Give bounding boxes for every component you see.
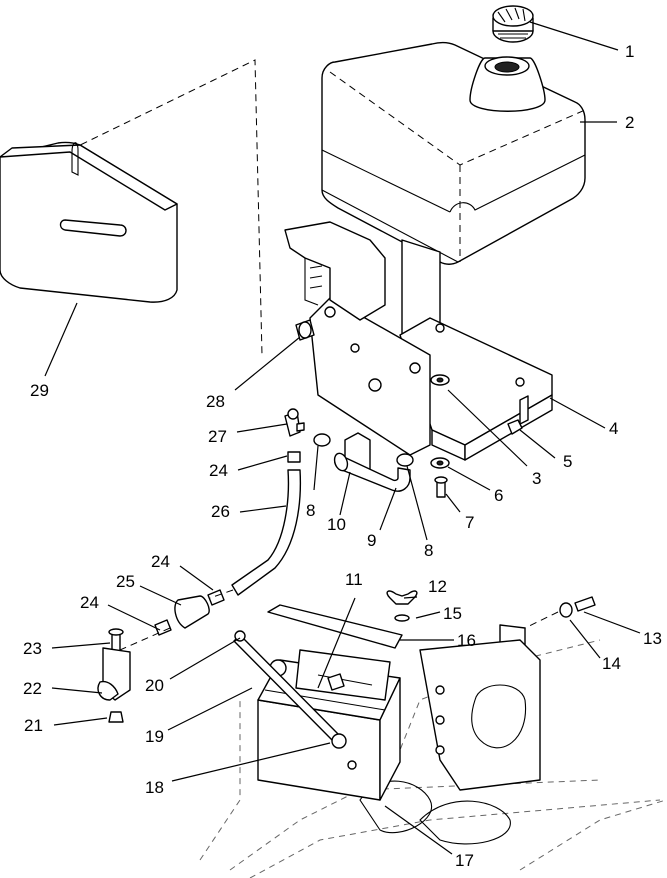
callout-8a: 8 bbox=[306, 501, 315, 520]
callout-24a: 24 bbox=[80, 593, 99, 612]
callout-25: 25 bbox=[116, 572, 135, 591]
callout-11: 11 bbox=[345, 570, 363, 589]
hold-down bbox=[233, 604, 403, 749]
battery bbox=[257, 649, 401, 801]
filter-bracket bbox=[97, 628, 131, 723]
callout-23: 23 bbox=[23, 639, 42, 658]
callout-13: 13 bbox=[643, 629, 662, 648]
callout-16: 16 bbox=[457, 631, 476, 650]
callout-2: 2 bbox=[625, 113, 634, 132]
callout-26: 26 bbox=[211, 502, 230, 521]
callout-24c: 24 bbox=[209, 461, 228, 480]
fuel-tank bbox=[321, 41, 586, 265]
callout-24b: 24 bbox=[151, 552, 170, 571]
callout-17: 17 bbox=[455, 851, 474, 870]
callout-1: 1 bbox=[625, 42, 634, 61]
callout-12: 12 bbox=[428, 577, 447, 596]
callout-15: 15 bbox=[443, 604, 462, 623]
callout-18: 18 bbox=[145, 778, 164, 797]
wing-nut bbox=[386, 590, 418, 622]
callout-6: 6 bbox=[494, 486, 503, 505]
fitting-28 bbox=[295, 319, 315, 341]
callout-27: 27 bbox=[208, 427, 227, 446]
mounting-plate bbox=[284, 221, 431, 471]
callout-19: 19 bbox=[145, 727, 164, 746]
tank-bracket bbox=[399, 317, 553, 461]
callout-7: 7 bbox=[465, 513, 474, 532]
callout-22: 22 bbox=[23, 679, 42, 698]
callout-4: 4 bbox=[609, 419, 618, 438]
fuel-line-assembly bbox=[119, 408, 305, 651]
callout-9: 9 bbox=[367, 531, 376, 550]
bracket-hardware bbox=[430, 419, 523, 498]
callout-8b: 8 bbox=[424, 541, 433, 560]
callout-28: 28 bbox=[206, 392, 225, 411]
tank-shield bbox=[0, 59, 263, 356]
callout-29: 29 bbox=[30, 381, 49, 400]
callouts: 1 2 3 4 5 6 7 8 8 9 10 11 12 13 14 15 16… bbox=[23, 42, 662, 870]
callout-10: 10 bbox=[327, 515, 346, 534]
fuel-cap bbox=[492, 5, 534, 43]
fuel-hose-elbow bbox=[313, 433, 414, 492]
callout-20: 20 bbox=[145, 676, 164, 695]
callout-5: 5 bbox=[563, 452, 572, 471]
callout-3: 3 bbox=[532, 469, 541, 488]
right-bracket bbox=[419, 596, 596, 791]
callout-14: 14 bbox=[602, 654, 621, 673]
leader-lines bbox=[44, 21, 641, 855]
callout-21: 21 bbox=[24, 716, 43, 735]
